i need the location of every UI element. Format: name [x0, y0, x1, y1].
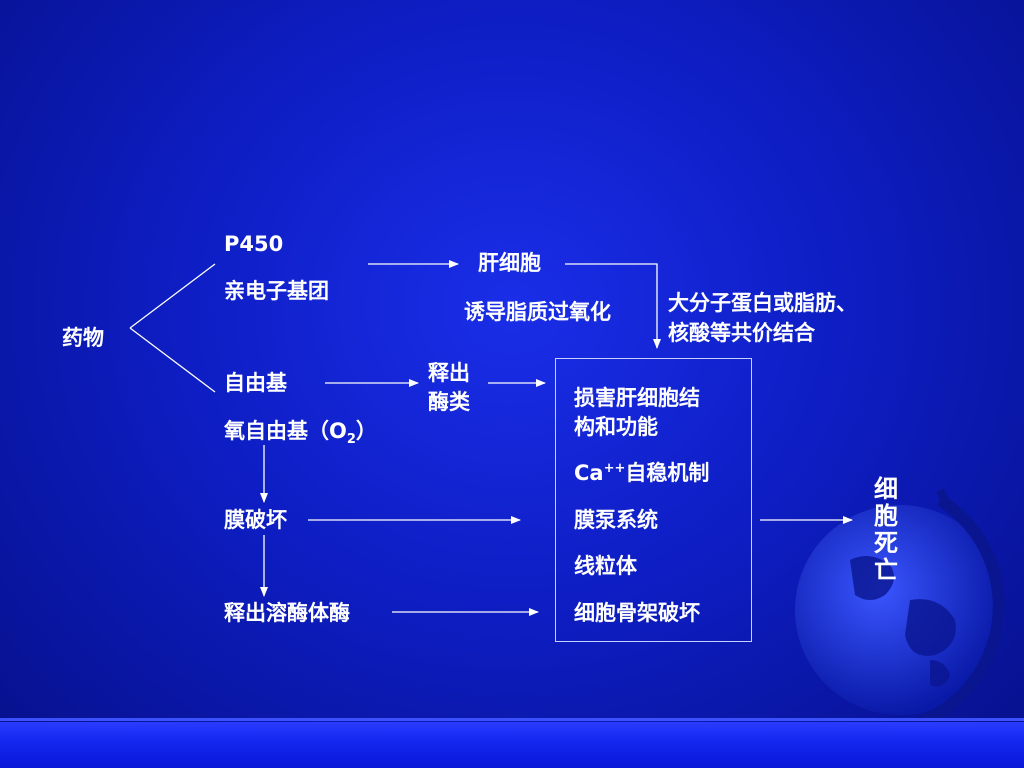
bottom-bar: [0, 722, 1024, 768]
release-lysosomal-enzymes-label: 释出溶酶体酶: [224, 601, 350, 625]
p450-label: P450: [224, 232, 284, 256]
ca-homeostasis-label: Ca++自稳机制: [574, 461, 710, 485]
globe-icon: [795, 488, 1005, 736]
free-radical-label: 自由基: [224, 371, 287, 395]
drug-label: 药物: [62, 326, 104, 350]
membrane-damage-label: 膜破坏: [224, 508, 287, 532]
damage-line2: 构和功能: [574, 415, 658, 439]
bottom-bar-divider: [0, 718, 1024, 721]
lipid-peroxidation-label: 诱导脂质过氧化: [464, 300, 611, 324]
damage-line1: 损害肝细胞结: [574, 386, 700, 410]
branch-line-lower: [129, 327, 216, 393]
mitochondria-label: 线粒体: [574, 554, 637, 578]
covalent-binding-line1: 大分子蛋白或脂肪、: [668, 291, 857, 315]
membrane-pump-label: 膜泵系统: [574, 508, 658, 532]
release-enzymes-line2: 酶类: [428, 390, 470, 414]
cell-death-label: 细胞死亡: [874, 475, 898, 584]
liver-cell-label: 肝细胞: [478, 251, 541, 275]
cytoskeleton-label: 细胞骨架破坏: [574, 601, 700, 625]
effects-box: [555, 358, 752, 642]
release-enzymes-line1: 释出: [428, 361, 470, 385]
branch-line-upper: [129, 263, 216, 329]
electrophilic-group-label: 亲电子基团: [224, 279, 329, 303]
covalent-binding-line2: 核酸等共价结合: [668, 321, 815, 345]
oxygen-free-radical-label: 氧自由基（O2）: [224, 419, 377, 448]
